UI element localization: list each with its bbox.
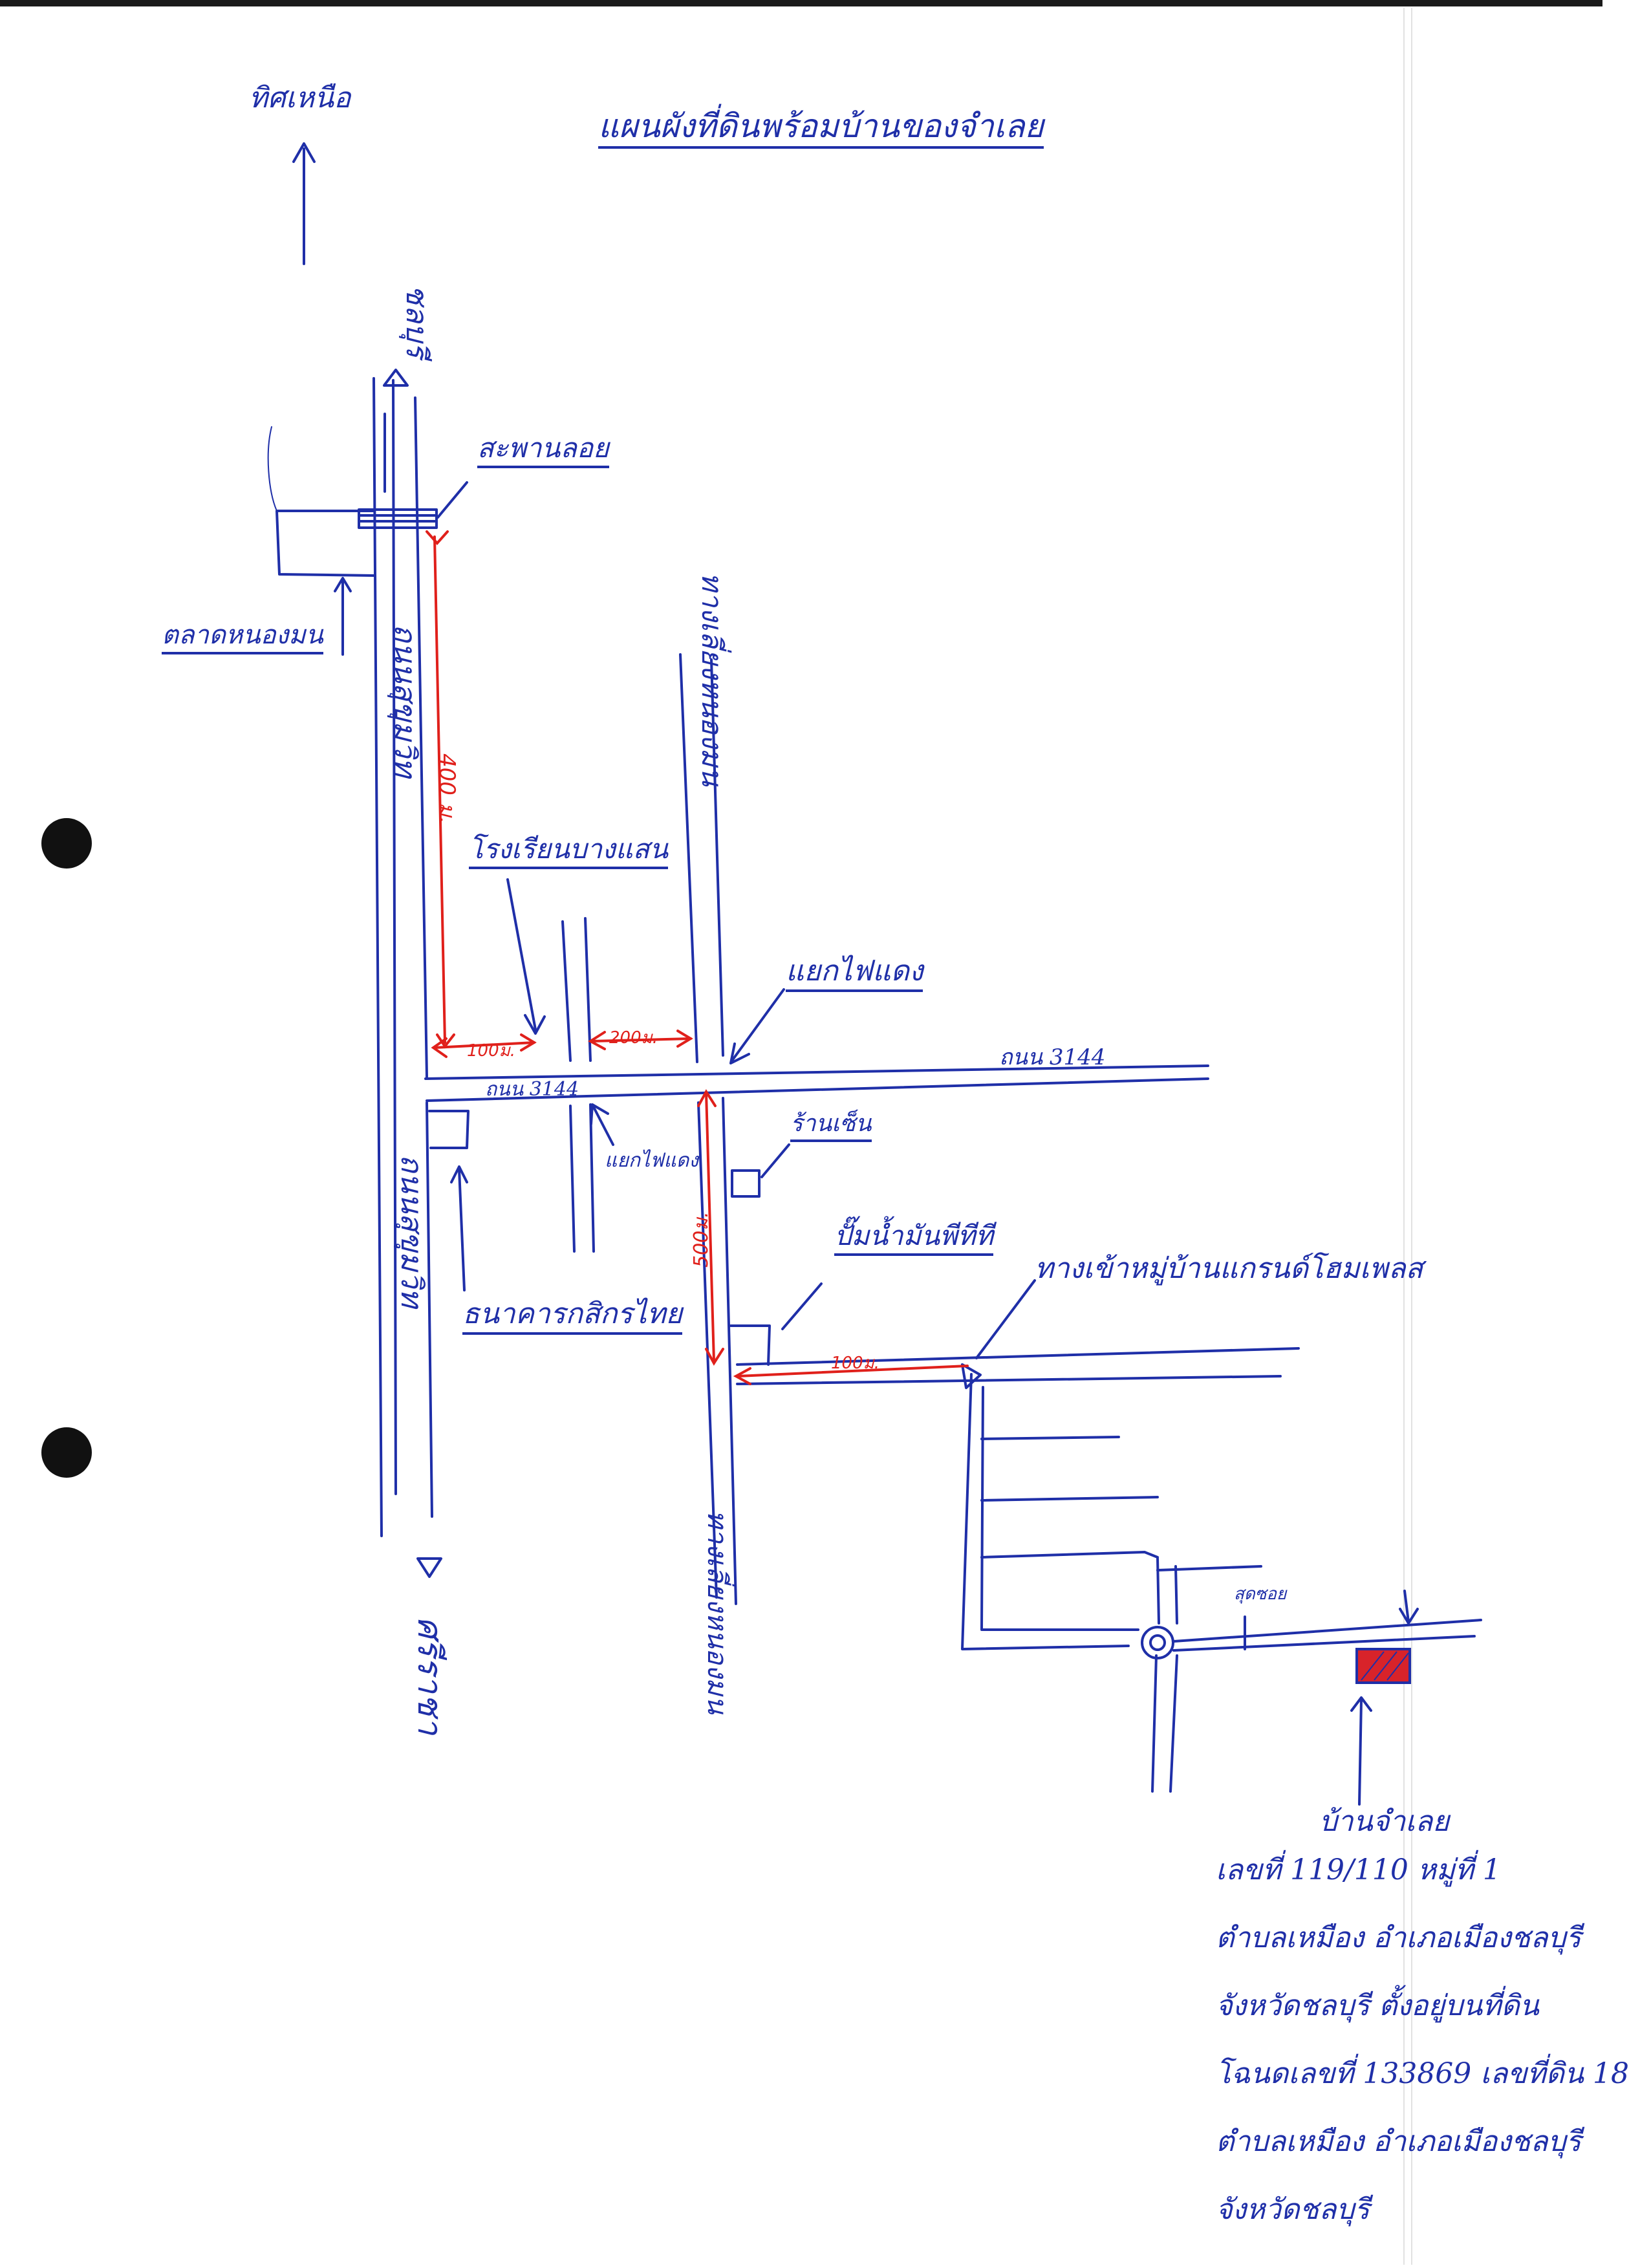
village-road-south-edge: [736, 1375, 1282, 1385]
house-road-south-edge: [1172, 1635, 1476, 1652]
house-note-heading: บ้านจำเลย: [1319, 1805, 1449, 1838]
side-street-right-edge-south: [589, 1103, 595, 1253]
distance-100-village-label: 100ม.: [831, 1354, 880, 1373]
distance-500-label: 500ม.: [690, 1211, 713, 1268]
village-south-road-left: [1151, 1654, 1158, 1793]
school-pointer: [506, 878, 537, 1031]
north-arrow-head: [292, 142, 316, 163]
village-south-road-right: [1169, 1654, 1178, 1793]
village-branch-3: [980, 1551, 1159, 1559]
bank-label: ธนาคารกสิกรไทย: [462, 1300, 683, 1335]
gas-station-pointer: [781, 1282, 823, 1330]
school-label: โรงเรียนบางแสน: [469, 836, 669, 869]
bypass-right-edge-south: [722, 1097, 737, 1605]
village-inner-road-right: [980, 1386, 1139, 1631]
village-entrance-arrow: [961, 1363, 982, 1389]
gas-station-label: ปั๊มน้ำมันพีทีที: [834, 1222, 994, 1256]
junction-pointer: [731, 988, 785, 1062]
village-inner-road-left: [961, 1373, 1130, 1650]
house-marker: [1355, 1648, 1411, 1684]
distance-400-label: 400 ม.: [434, 753, 460, 824]
bank-outline: [428, 1110, 469, 1149]
house-road-north-edge: [1172, 1619, 1482, 1643]
village-entrance-pointer: [975, 1279, 1036, 1359]
house-note-line-2: ตำบลเหมือง อำเภอเมืองชลบุรี: [1216, 1921, 1582, 1954]
main-road-north-arrow: [383, 369, 409, 387]
road-3144-label-right: ถนน 3144: [999, 1044, 1106, 1070]
shop-pointer: [761, 1143, 790, 1178]
bank-pointer: [458, 1168, 466, 1291]
north-label: ทิศเหนือ: [249, 81, 351, 114]
to-chonburi-label: ชลบุรี: [400, 285, 435, 358]
road-3144-north-edge: [424, 1064, 1209, 1080]
village-branch-1: [980, 1436, 1120, 1440]
house-note-line-5: ตำบลเหมือง อำเภอเมืองชลบุรี: [1216, 2125, 1582, 2158]
bypass-label-upper: ทางเลี่ยงหนองมน: [695, 572, 728, 786]
road-3144-label-left: ถนน 3144: [485, 1078, 579, 1101]
side-street-left-edge-south: [569, 1105, 576, 1253]
shop-outline: [731, 1169, 761, 1198]
side-street-right-edge: [584, 917, 592, 1062]
main-road-south-arrow: [416, 1557, 442, 1578]
house-note-line-1: เลขที่ 119/110 หมู่ที่ 1: [1216, 1853, 1501, 1886]
distance-500-line: [705, 1092, 715, 1363]
house-note-line-6: จังหวัดชลบุรี: [1216, 2193, 1370, 2226]
traffic-junction-label: แยกไฟแดง: [786, 957, 923, 992]
floating-bridge-shape: [358, 508, 438, 529]
house-pointer: [1358, 1698, 1363, 1806]
distance-100-village-line: [736, 1365, 969, 1377]
distance-200-label: 200ม.: [609, 1028, 658, 1048]
road-3144-south-edge: [426, 1077, 1209, 1102]
bypass-label-lower: ทางเลี่ยงหนองมน: [702, 1510, 733, 1714]
house-note-line-3: จังหวัดชลบุรี ตั้งอยู่บนที่ดิน: [1216, 1989, 1539, 2022]
scan-top-edge: [0, 0, 1602, 6]
village-entrance-label: ทางเข้าหมู่บ้านแกรนด์โฮมเพลส: [1035, 1252, 1423, 1285]
main-road-label-lower: ถนนสุขุมวิท: [394, 1154, 429, 1308]
distance-100-left-line: [433, 1041, 535, 1049]
margin-line-right: [1411, 8, 1412, 2265]
main-road-left-edge: [372, 377, 383, 1537]
floating-bridge-label: สะพานลอย: [477, 435, 609, 468]
end-of-soi-arrow: [1403, 1590, 1410, 1623]
small-light-pointer: [592, 1106, 614, 1146]
distance-100-left-label: 100ม.: [467, 1041, 516, 1061]
punch-hole-top: [41, 818, 92, 869]
distance-400-line: [433, 535, 446, 1044]
main-road-centerline: [392, 379, 397, 1495]
market-outline: [275, 510, 375, 577]
punch-hole-bottom: [41, 1427, 92, 1478]
roundabout-outer: [1141, 1626, 1174, 1659]
shop-label: ร้านเซ็น: [790, 1112, 872, 1142]
map-title: แผนผังที่ดินพร้อมบ้านของจำเลย: [598, 110, 1044, 149]
to-sriracha-label: ศรีราชา: [410, 1617, 449, 1735]
side-street-left-edge: [561, 920, 572, 1062]
roundabout-inner: [1149, 1634, 1166, 1651]
main-road-right-edge-lower: [426, 1101, 433, 1518]
village-loop-east: [1174, 1565, 1178, 1625]
end-of-soi-label: สุดซอย: [1234, 1584, 1287, 1604]
main-road-label-upper: ถนนสุขุมวิท: [388, 624, 423, 777]
bypass-right-edge-north: [710, 658, 724, 1057]
village-branch-4: [1156, 1565, 1262, 1571]
market-label: ตลาดหนองมน: [162, 622, 323, 654]
village-branch-2: [980, 1496, 1159, 1502]
margin-line-left: [1403, 8, 1405, 2265]
gas-station-outline: [729, 1324, 771, 1366]
village-road-north-edge: [736, 1347, 1300, 1366]
village-loop-west: [1156, 1557, 1160, 1625]
house-note-line-4: โฉนดเลขที่ 133869 เลขที่ดิน 18: [1216, 2057, 1629, 2090]
bypass-left-edge-north: [679, 653, 698, 1063]
distance-200-line: [590, 1037, 692, 1042]
small-light-label: แยกไฟแดง: [605, 1149, 698, 1172]
floating-bridge-pointer: [437, 481, 468, 519]
